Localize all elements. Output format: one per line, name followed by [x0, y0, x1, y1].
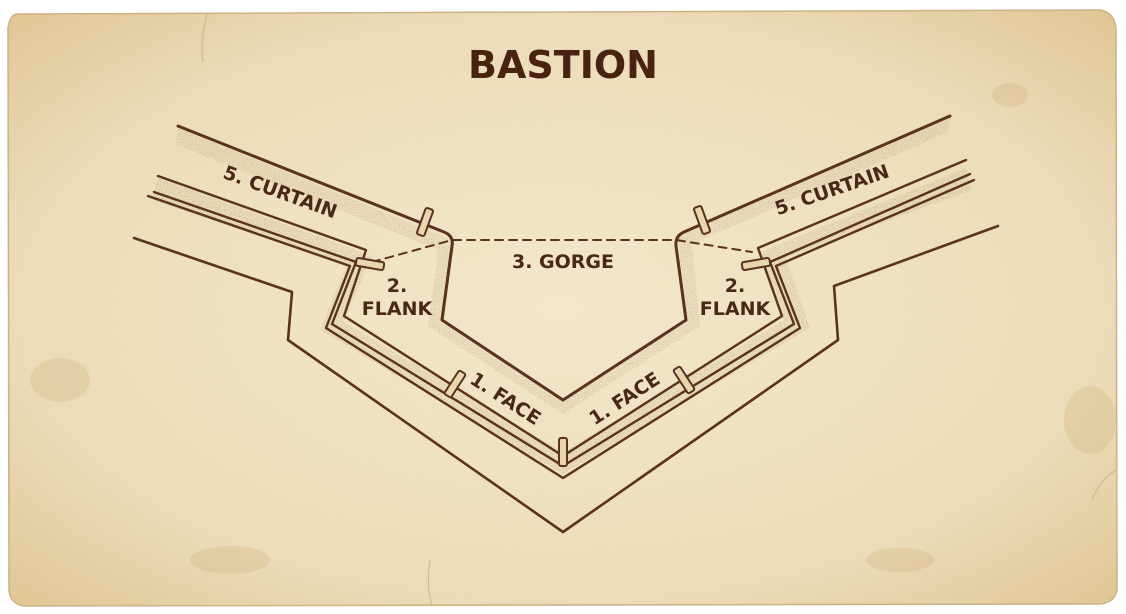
cannon-face-left [443, 369, 467, 399]
label-flank-left-word: FLANK [362, 298, 434, 320]
counterscarp-line [132, 224, 1000, 534]
paper-grain [8, 10, 1117, 606]
cannon-flank-left [354, 256, 386, 272]
cannon-curtain-left [416, 207, 434, 237]
inner-work-line [176, 114, 952, 402]
cannon-curtain-right [693, 205, 711, 235]
cannon-markers [354, 205, 772, 467]
paper-stains [30, 83, 1116, 574]
cannon-flank-right [740, 256, 772, 272]
label-flank-right-word: FLANK [700, 298, 772, 320]
label-gorge: 3. GORGE [512, 251, 614, 273]
gorge-line [371, 239, 753, 263]
diagram-title: BASTION [468, 43, 658, 87]
paper-creases [201, 13, 1117, 607]
label-flank-left-number: 2. [387, 275, 407, 297]
label-flank-right-number: 2. [725, 275, 745, 297]
cannon-salient [558, 437, 568, 467]
scarp-line [146, 178, 976, 480]
cannon-face-right [672, 365, 696, 395]
